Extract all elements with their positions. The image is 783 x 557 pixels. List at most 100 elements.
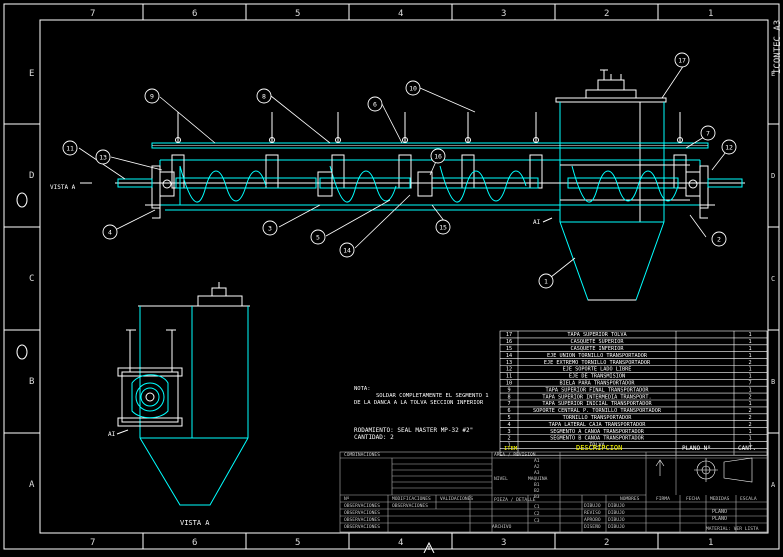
parts-row-no: 16: [506, 339, 512, 345]
balloon-circle: [102, 224, 118, 240]
main-section-mark: AI: [533, 219, 541, 226]
balloon-16: 16: [430, 148, 446, 164]
parts-header-desc: DESCRIPCION: [576, 444, 622, 452]
balloon-circle: [144, 88, 160, 104]
parts-row-no: 8: [507, 394, 510, 400]
parts-row-desc: SEGMENTO B CANOA TRANSPORTADOR: [550, 436, 645, 442]
zone-left-2: C: [29, 274, 34, 284]
zone-right-4: A: [771, 481, 776, 489]
parts-row-qty: 2: [748, 360, 751, 366]
balloon-circle: [262, 220, 278, 236]
balloon-label: 11: [66, 144, 74, 152]
balloon-circle: [674, 52, 690, 68]
balloon-circle: [711, 231, 727, 247]
balloon-circle: [95, 149, 111, 165]
zone-bottom-2: 5: [295, 538, 300, 548]
parts-row-desc: TAPA SUPERIOR FINAL TRANSPORTADOR: [545, 387, 649, 393]
balloon-9: 9: [144, 88, 160, 104]
zone-top-2: 5: [295, 9, 300, 19]
parts-row-no: 3: [507, 429, 510, 435]
sheet-size-label: ICONTEC A3: [773, 20, 783, 74]
zone-right-1: D: [771, 172, 775, 180]
tb-piece-1: C2: [534, 511, 540, 517]
tb-rev-1: A2: [534, 464, 540, 470]
balloon-label: 7: [706, 129, 710, 137]
tb-rev-0: A1: [534, 458, 540, 464]
balloon-5: 5: [310, 229, 326, 245]
tb-subrev-0: B1: [534, 482, 540, 488]
balloon-label: 8: [262, 92, 266, 100]
zone-right-2: C: [771, 275, 775, 283]
tb-role-0: DIBUJO: [584, 503, 601, 509]
balloon-label: 4: [108, 228, 112, 236]
balloon-label: 6: [373, 100, 377, 108]
balloon-15: 15: [435, 219, 451, 235]
bearings: [159, 171, 701, 197]
balloon-label: 17: [678, 56, 686, 64]
zone-left-1: D: [29, 171, 34, 181]
zone-top-1: 6: [192, 9, 197, 19]
parts-row-qty: 1: [748, 401, 751, 407]
parts-row-qty: 1: [748, 436, 751, 442]
tb-pieza-detalle: PIEZA / DETALLE: [494, 497, 536, 503]
tb-row-label-2: VALIDACIONES: [440, 496, 473, 502]
balloon-6: 6: [367, 96, 383, 112]
tb-material: MATERIAL: VER LISTA: [706, 526, 759, 532]
screw-conveyor: [115, 165, 745, 205]
title-block-text: COMBINACIONES AREA / REVISION A1 A2 A3 N…: [344, 452, 759, 532]
tb-obs-2: OBSERVACIONES: [344, 517, 380, 523]
parts-row-desc: EJE EXTREMO TORNILLO TRANSPORTADOR: [544, 360, 651, 366]
balloon-circle: [62, 140, 78, 156]
parts-row-desc: TORNILLO TRANSPORTADOR: [563, 415, 633, 421]
tb-col-firma: FIRMA: [656, 496, 670, 502]
side-section-arrow: [116, 429, 129, 435]
trough-top-covers: [151, 142, 709, 149]
tb-col-nombres: NOMBRES: [620, 496, 640, 502]
parts-row-no: 14: [506, 353, 512, 359]
note-line-2: DE LA DANCA A LA TOLVA SECCION INFERIOR: [354, 400, 484, 406]
balloon-label: 10: [409, 84, 417, 92]
parts-row-qty: 1: [748, 332, 751, 338]
parts-row-no: 2: [507, 436, 510, 442]
main-section-arrow: [542, 217, 553, 223]
tb-dibujo-3: DIBUJO: [608, 524, 625, 530]
zone-right-3: B: [771, 378, 775, 386]
parts-row-no: 10: [506, 381, 512, 387]
balloon-circle: [310, 229, 326, 245]
zone-labels: 7 6 5 4 3 2 1 7 6 5 4 3 2 1 E D C B A E …: [29, 9, 776, 548]
zone-bottom-5: 2: [604, 538, 609, 548]
balloon-circle: [367, 96, 383, 112]
tb-rev-2: A3: [534, 470, 540, 476]
balloon-circle: [721, 139, 737, 155]
parts-header-plano: PLANO Nº: [682, 445, 711, 452]
side-view-caption: VISTA A: [180, 519, 210, 527]
parts-row-qty: 1: [748, 443, 751, 449]
parts-list-grid: [499, 330, 768, 456]
parts-row-desc: TOLVA: [589, 443, 605, 449]
balloon-circle: [256, 88, 272, 104]
view-a-label: VISTA A: [50, 184, 76, 191]
balloon-17: 17: [674, 52, 690, 68]
tb-plano-label: PLANO: [712, 509, 727, 515]
tb-row-label-1: MODIFICACIONES: [392, 496, 431, 502]
zone-left-3: B: [29, 377, 34, 387]
balloon-label: 14: [343, 246, 351, 254]
tb-subrev-2: B3: [534, 494, 540, 500]
side-section-mark: AI: [108, 431, 116, 438]
tb-obs-1: OBSERVACIONES: [344, 510, 380, 516]
balloon-2: 2: [711, 231, 727, 247]
note-title: NOTA:: [354, 386, 371, 392]
hopper: [555, 69, 667, 301]
balloon-label: 13: [99, 153, 107, 161]
tb-area-revision: AREA / REVISION: [494, 452, 536, 458]
tb-obs-0: OBSERVACIONES: [344, 503, 380, 509]
parts-row-desc: TAPA SUPERIOR INICIAL TRANSPORTADOR: [542, 401, 652, 407]
tb-role-2: APROBO: [584, 517, 601, 523]
parts-row-desc: TAPA SUPERIOR INTERMEDIA TRANSPORT.: [542, 394, 651, 400]
tb-subrev-1: B2: [534, 488, 540, 494]
balloon-label: 16: [434, 152, 442, 160]
parts-row-no: 4: [507, 422, 510, 428]
